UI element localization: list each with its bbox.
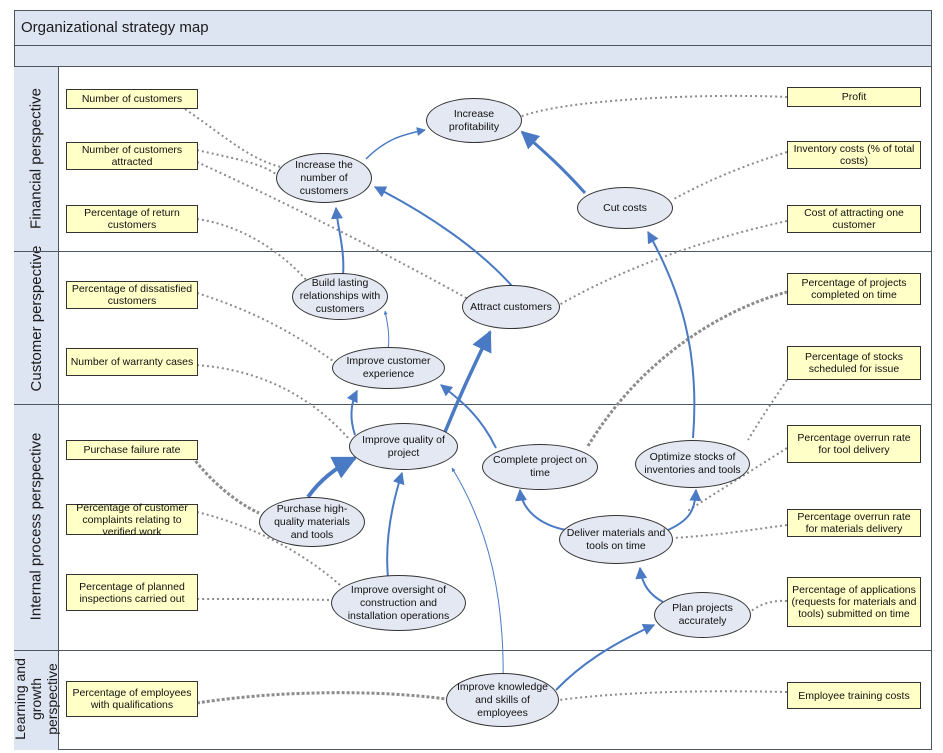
objective-improve-knowledge: Improve knowledge and skills of employee…	[446, 673, 559, 727]
indicator-purchase-failure: Purchase failure rate	[66, 440, 198, 460]
arrow-line	[373, 186, 513, 287]
indicator-warranty-cases: Number of warranty cases	[66, 348, 198, 376]
lane-divider	[14, 404, 932, 405]
objective-deliver-materials: Deliver materials and tools on time	[559, 515, 673, 564]
cause-effect-arrows	[306, 127, 702, 691]
arrow-line	[365, 127, 426, 160]
internal-lane-header: Internal process perspective	[14, 404, 59, 650]
objective-improve-oversight: Improve oversight of construction and in…	[331, 575, 466, 631]
indicator-overrun-materials: Percentage overrun rate for materials de…	[787, 509, 921, 537]
page-title: Organizational strategy map	[21, 19, 209, 36]
indicator-stocks-scheduled: Percentage of stocks scheduled for issue	[787, 346, 921, 380]
objective-increase-profitability: Increase profitability	[426, 98, 522, 143]
arrow-line	[440, 384, 497, 449]
arrow-line	[386, 471, 405, 579]
link-line	[586, 290, 788, 447]
link-line	[685, 447, 788, 513]
indicator-planned-inspections: Percentage of planned inspections carrie…	[66, 574, 198, 611]
lane-divider	[14, 251, 932, 252]
indicator-training-costs: Employee training costs	[787, 682, 921, 709]
link-line	[196, 364, 351, 441]
lane-divider	[14, 650, 932, 651]
arrow-line	[331, 206, 345, 276]
indicator-profit: Profit	[787, 87, 921, 107]
objective-increase-customers: Increase the number of customers	[276, 153, 372, 203]
objective-optimize-stocks: Optimize stocks of inventories and tools	[635, 440, 750, 488]
arrow-line	[555, 624, 656, 691]
indicator-inventory-costs: Inventory costs (% of total costs)	[787, 141, 921, 169]
link-line	[747, 379, 788, 441]
arrow-line	[667, 488, 702, 531]
objective-attract-customers: Attract customers	[462, 285, 560, 329]
objective-purchase-materials: Purchase high-quality materials and tool…	[259, 497, 365, 547]
link-line	[558, 690, 788, 701]
indicator-number-of-customers: Number of customers	[66, 89, 198, 109]
indicator-projects-on-time: Percentage of projects completed on time	[787, 273, 921, 305]
arrow-line	[515, 488, 567, 531]
financial-lane-header: Financial perspective	[14, 67, 59, 251]
objective-build-relationships: Build lasting relationships with custome…	[292, 273, 388, 320]
arrow-line	[520, 130, 587, 194]
link-line	[184, 108, 286, 169]
learning-lane-header: Learning and growth perspective	[12, 650, 60, 750]
link-line	[558, 220, 788, 306]
indicator-customers-attracted: Number of customers attracted	[66, 142, 198, 170]
link-line	[196, 218, 309, 283]
arrow-line	[635, 566, 664, 603]
arrow-line	[443, 330, 492, 433]
arrow-line	[647, 230, 696, 439]
indicator-employees-qualifications: Percentage of employees with qualificati…	[66, 681, 198, 717]
link-line	[750, 599, 788, 612]
link-line	[672, 524, 788, 539]
indicator-return-customers: Percentage of return customers	[66, 205, 198, 233]
objective-improve-experience: Improve customer experience	[332, 347, 445, 389]
indicator-complaints-verified: Percentage of customer complaints relati…	[66, 502, 198, 538]
objective-plan-projects: Plan projects accurately	[654, 592, 751, 638]
indicator-applications-on-time: Percentage of applications (requests for…	[787, 577, 921, 627]
arrow-line	[451, 467, 504, 689]
arrow-line	[346, 389, 358, 436]
link-line	[671, 151, 788, 201]
arrow-line	[383, 310, 390, 351]
indicator-overrun-tool: Percentage overrun rate for tool deliver…	[787, 425, 921, 463]
indicator-cost-attracting: Cost of attracting one customer	[787, 205, 921, 233]
objective-improve-quality: Improve quality of project	[349, 423, 458, 470]
link-line	[196, 161, 471, 301]
arrow-line	[306, 456, 358, 499]
indicator-dissatisfied-customers: Percentage of dissatisfied customers	[66, 281, 198, 309]
link-line	[519, 94, 788, 118]
customer-lane-header: Customer perspective	[14, 246, 59, 404]
title-bar: Organizational strategy map	[14, 10, 932, 46]
objective-cut-costs: Cut costs	[577, 187, 673, 229]
link-line	[196, 691, 447, 705]
link-line	[196, 598, 332, 601]
objective-complete-on-time: Complete project on time	[482, 444, 598, 490]
